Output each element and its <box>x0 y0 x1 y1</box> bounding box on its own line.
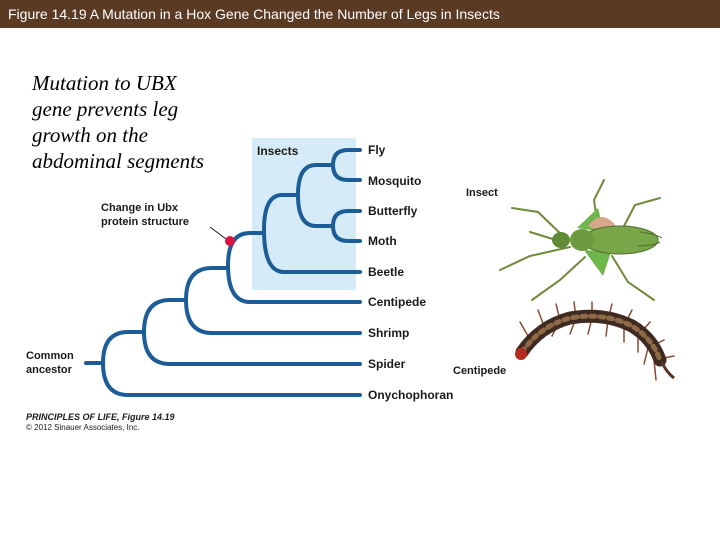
credit-copyright: © 2012 Sinauer Associates, Inc. <box>26 423 175 432</box>
event-label-line: Change in Ubx <box>101 202 179 214</box>
insect-photo <box>500 180 662 300</box>
root-label-line: Common <box>26 350 74 362</box>
centipede-photo <box>515 302 674 380</box>
figure-credit: PRINCIPLES OF LIFE, Figure 14.19 © 2012 … <box>26 412 175 432</box>
event-label-line: protein structure <box>101 216 189 228</box>
taxon-label: Shrimp <box>368 326 409 340</box>
taxon-label: Centipede <box>368 295 426 309</box>
root-label-line: ancestor <box>26 364 73 376</box>
credit-source: PRINCIPLES OF LIFE, Figure 14.19 <box>26 412 175 422</box>
taxon-label: Moth <box>368 234 397 248</box>
taxon-label: Onychophoran <box>368 388 453 402</box>
insect-photo-label: Insect <box>466 187 498 199</box>
taxon-label: Butterfly <box>368 204 418 218</box>
taxon-label: Fly <box>368 143 386 157</box>
taxon-label: Spider <box>368 357 406 371</box>
taxon-label: Beetle <box>368 265 404 279</box>
mutation-event-marker <box>225 236 235 246</box>
centipede-photo-label: Centipede <box>453 365 506 377</box>
insects-group-label: Insects <box>257 144 299 158</box>
taxon-label: Mosquito <box>368 174 421 188</box>
event-leader-line <box>210 227 226 239</box>
